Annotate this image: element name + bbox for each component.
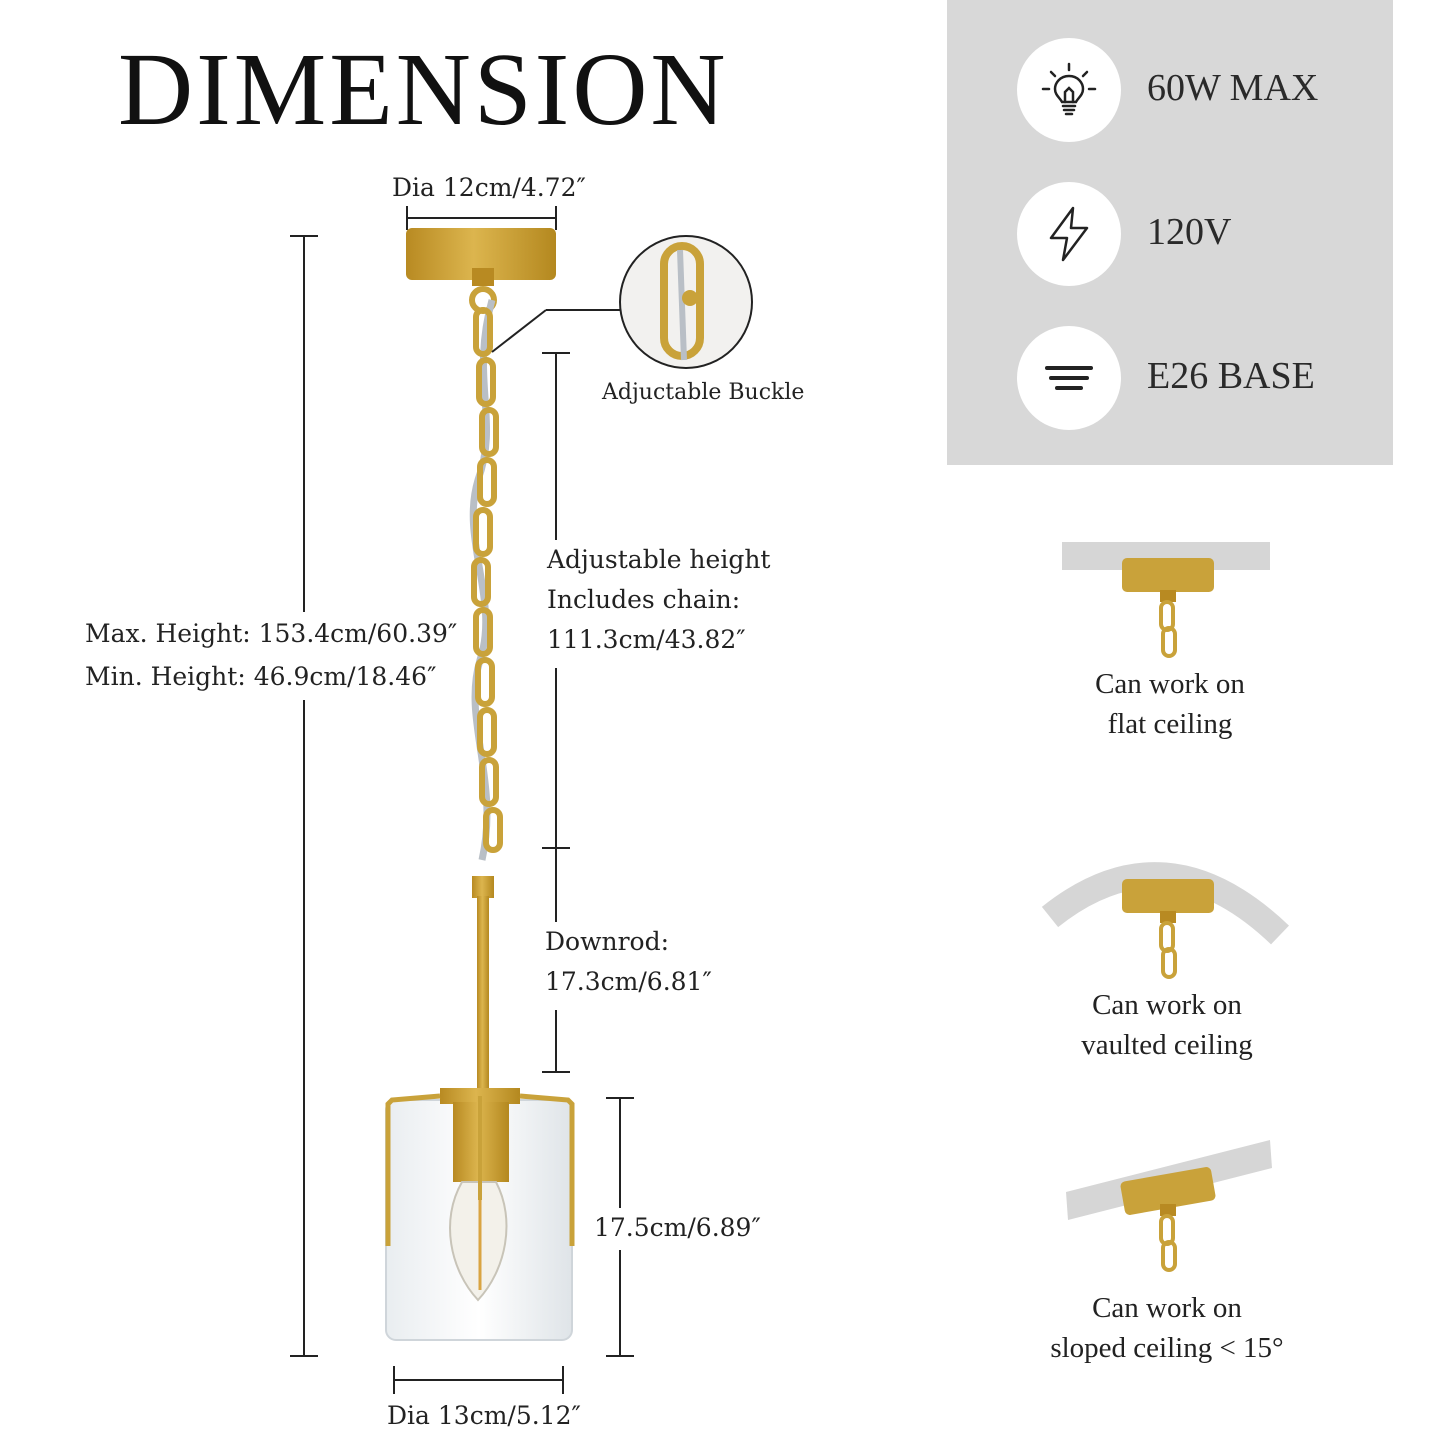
downrod-label-line1: Downrod: <box>545 927 670 956</box>
adjustable-label-line3: 111.3cm/43.82″ <box>547 625 746 654</box>
canopy-dimension-line <box>406 206 557 230</box>
flat-ceiling-caption: Can work on flat ceiling <box>1040 664 1300 744</box>
vaulted-caption-line1: Can work on <box>1092 989 1242 1021</box>
shade-height-line <box>606 1097 634 1357</box>
adjustable-label-line1: Adjustable height <box>547 545 771 574</box>
spec-base: E26 BASE <box>1147 355 1315 397</box>
flat-caption-line2: flat ceiling <box>1107 708 1233 740</box>
downrod <box>472 876 494 1088</box>
glass-shade <box>385 1088 575 1341</box>
shade-height-label: 17.5cm/6.89″ <box>594 1213 761 1242</box>
canopy <box>406 228 556 314</box>
sloped-caption-line1: Can work on <box>1092 1292 1242 1324</box>
min-height-label: Min. Height: 46.9cm/18.46″ <box>85 662 437 691</box>
sloped-ceiling-caption: Can work on sloped ceiling < 15° <box>1032 1288 1302 1368</box>
spec-voltage: 120V <box>1147 211 1232 253</box>
spec-row-voltage: 120V <box>947 182 1393 286</box>
buckle-callout <box>491 235 753 369</box>
adjustable-label-line2: Includes chain: <box>547 585 741 614</box>
spec-wattage: 60W MAX <box>1147 67 1319 109</box>
shade-dimension-line <box>393 1366 564 1394</box>
vaulted-caption-line2: vaulted ceiling <box>1081 1029 1253 1061</box>
spec-row-wattage: 60W MAX <box>947 38 1393 142</box>
canopy-dia-label: Dia 12cm/4.72″ <box>392 173 586 202</box>
flat-ceiling-illustration <box>1062 542 1270 658</box>
vaulted-ceiling-illustration <box>1041 862 1289 979</box>
lightning-icon <box>1017 182 1121 286</box>
overall-height-line <box>290 235 318 1357</box>
spec-row-base: E26 BASE <box>947 326 1393 430</box>
downrod-label-line2: 17.3cm/6.81″ <box>545 967 712 996</box>
page-title: DIMENSION <box>118 32 729 147</box>
spec-panel: 60W MAX 120V E26 BASE <box>947 0 1393 465</box>
shade-dia-label: Dia 13cm/5.12″ <box>387 1401 581 1430</box>
base-lines-icon <box>1017 326 1121 430</box>
max-height-label: Max. Height: 153.4cm/60.39″ <box>85 619 458 648</box>
chain <box>471 307 503 853</box>
pendant-illustration <box>290 206 753 1394</box>
vaulted-ceiling-caption: Can work on vaulted ceiling <box>1037 985 1297 1065</box>
flat-caption-line1: Can work on <box>1095 668 1245 700</box>
downrod-height-line <box>542 848 570 1073</box>
buckle-label: Adjuctable Buckle <box>602 380 805 405</box>
sloped-ceiling-illustration <box>1066 1140 1272 1272</box>
lightbulb-icon <box>1017 38 1121 142</box>
sloped-caption-line2: sloped ceiling < 15° <box>1050 1332 1284 1364</box>
